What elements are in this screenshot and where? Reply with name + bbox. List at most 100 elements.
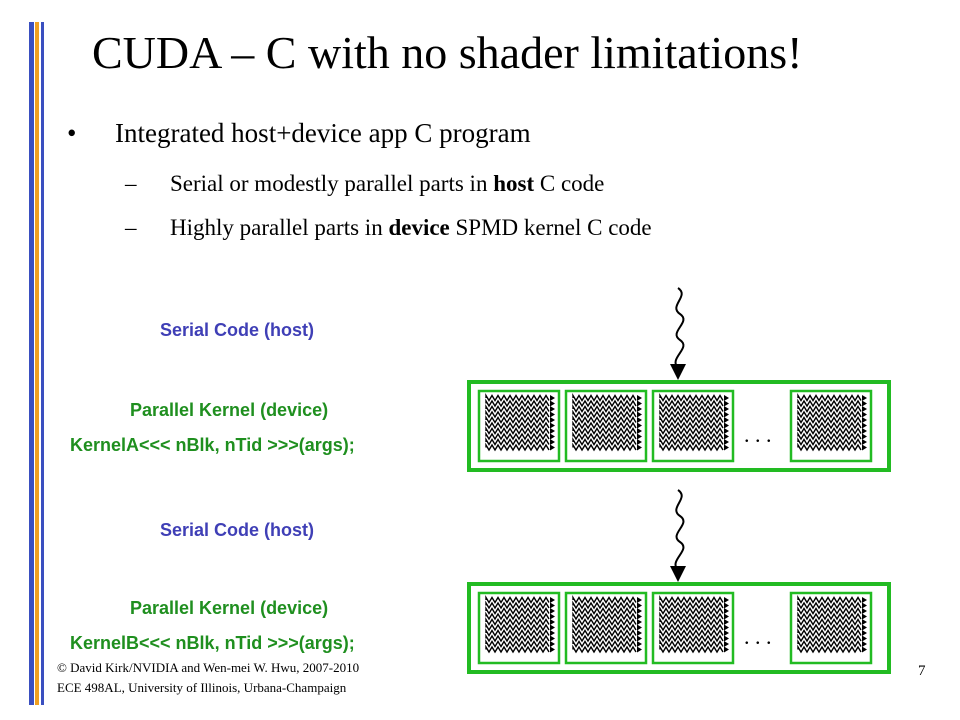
bullet-text: Integrated host+device app C program [115, 118, 531, 148]
thread-wave [572, 425, 637, 435]
thread-arrowhead [550, 411, 555, 418]
thread-arrowhead [637, 608, 642, 614]
left-accent-bar-orange [35, 22, 39, 705]
thread-wave [659, 436, 724, 446]
thread-wave [572, 622, 637, 632]
thread-wave [797, 638, 862, 648]
thread-wave [659, 627, 724, 637]
thread-arrowhead [550, 439, 555, 445]
thread-wave [485, 431, 550, 441]
thread-wave [797, 403, 862, 413]
thread-wave [572, 638, 637, 648]
thread-wave [485, 600, 550, 610]
thread-arrowhead [550, 646, 555, 653]
thread-wave [659, 403, 724, 413]
thread-arrowhead [637, 400, 642, 407]
thread-arrowhead [637, 624, 642, 631]
thread-wave [485, 392, 550, 402]
thread-wave [797, 644, 862, 654]
thread-wave [572, 420, 637, 430]
thread-arrowhead [550, 395, 555, 401]
thread-arrowhead [637, 613, 642, 620]
thread-wave [572, 431, 637, 441]
thread-arrowhead [862, 613, 867, 620]
sub-bullet-emph: host [493, 171, 535, 196]
thread-wave [659, 398, 724, 408]
thread-arrowhead [862, 417, 867, 423]
page-number: 7 [918, 663, 926, 679]
thread-arrowhead [550, 406, 555, 412]
thread-arrowhead [550, 635, 555, 642]
thread-wave [797, 436, 862, 446]
thread-wave [572, 644, 637, 654]
label-kernel-a-call: KernelA<<< nBlk, nTid >>>(args); [70, 435, 355, 455]
thread-arrowhead [862, 619, 867, 625]
thread-arrowhead [724, 406, 729, 412]
thread-wave [485, 442, 550, 452]
thread-grid-a: . . . [467, 380, 891, 472]
thread-wave [485, 398, 550, 408]
thread-arrowhead [724, 444, 729, 451]
thread-arrowhead [550, 613, 555, 620]
thread-wave [572, 409, 637, 419]
thread-arrowhead [550, 597, 555, 603]
thread-arrowhead [637, 411, 642, 418]
thread-wave [572, 616, 637, 626]
label-serial-code-2: Serial Code (host) [160, 520, 315, 540]
left-accent-bar-blue [29, 22, 34, 705]
thread-arrowhead [862, 411, 867, 418]
thread-wave [572, 633, 637, 643]
serial-thread-arrow-1 [670, 287, 686, 380]
thread-wave [572, 611, 637, 621]
thread-arrowhead [724, 433, 729, 440]
thread-arrowhead [724, 417, 729, 423]
thread-arrowhead [637, 630, 642, 636]
thread-arrowhead [724, 422, 729, 429]
thread-wave [572, 414, 637, 424]
thread-block [789, 389, 873, 463]
thread-wave [659, 600, 724, 610]
thread-wave [572, 605, 637, 615]
thread-wave [572, 627, 637, 637]
sub-bullet-text-after: SPMD kernel C code [449, 215, 652, 240]
thread-arrowhead [637, 597, 642, 603]
thread-wave [485, 425, 550, 435]
thread-arrowhead [862, 646, 867, 653]
thread-wave [572, 436, 637, 446]
thread-block [564, 591, 648, 665]
footer-course: ECE 498AL, University of Illinois, Urban… [57, 680, 347, 695]
thread-arrowhead [550, 433, 555, 440]
thread-arrowhead [724, 624, 729, 631]
thread-wave [797, 431, 862, 441]
thread-wave [659, 644, 724, 654]
grid-ellipsis: . . . [744, 624, 772, 649]
threads-icon [797, 392, 867, 452]
thread-wave [659, 611, 724, 621]
thread-wave [485, 594, 550, 604]
sub-bullet-mark: – [125, 215, 137, 240]
thread-wave [485, 627, 550, 637]
thread-arrowhead [724, 602, 729, 609]
thread-arrowhead [550, 444, 555, 451]
thread-arrowhead [550, 641, 555, 647]
thread-wave [485, 633, 550, 643]
thread-wave [485, 638, 550, 648]
thread-wave [659, 414, 724, 424]
thread-block [477, 389, 561, 463]
threads-icon [659, 392, 729, 452]
thread-arrowhead [862, 433, 867, 440]
thread-arrowhead [550, 428, 555, 434]
thread-wave [659, 633, 724, 643]
thread-wave [797, 392, 862, 402]
thread-arrowhead [724, 641, 729, 647]
thread-arrowhead [637, 406, 642, 412]
label-parallel-kernel-b: Parallel Kernel (device) [130, 598, 329, 618]
thread-arrowhead [637, 428, 642, 434]
thread-arrowhead [637, 422, 642, 429]
thread-arrowhead [862, 400, 867, 407]
thread-block [651, 591, 735, 665]
thread-arrowhead [862, 624, 867, 631]
sub-bullet-text-after: C code [534, 171, 605, 196]
left-accent-bar-blue-thin [41, 22, 44, 705]
